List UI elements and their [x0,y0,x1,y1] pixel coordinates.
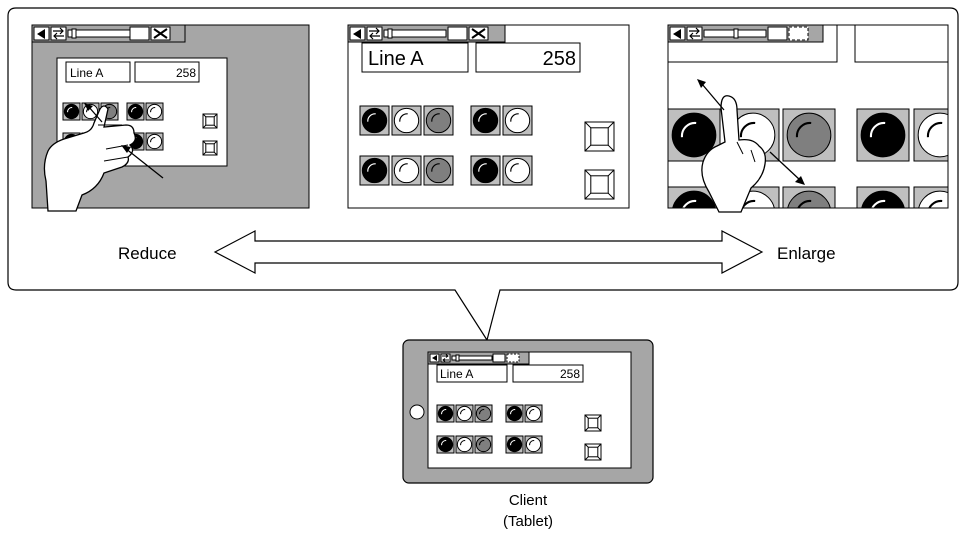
reduce-screen-value: 258 [176,66,196,80]
left-arrow-icon [37,29,45,39]
tablet-lamp-grid [436,404,602,461]
window-icon [492,353,506,363]
enlarge-label: Enlarge [777,244,836,263]
normal-lamp-grid [359,105,615,200]
window-icon [129,26,150,41]
left-arrow-icon [353,29,361,39]
spread-arrow [697,79,805,185]
client-type-label: (Tablet) [503,513,553,530]
double-arrow-icon [213,230,764,274]
tablet-line-label: Line A [440,367,473,381]
left-arrow-icon [673,29,681,39]
normal-screen-value: 258 [543,48,576,70]
swap-arrows-icon [369,27,380,40]
slider-icon [67,29,131,38]
toolbar [668,25,824,43]
toolbar [347,24,506,43]
home-button [409,404,425,420]
hand-pointer-icon [701,95,767,213]
slider-icon [451,355,493,361]
window-icon [447,26,468,41]
normal-screen-line-label: Line A [368,48,424,70]
enlarged-screen [668,25,948,208]
toolbar [427,351,530,365]
tablet-value: 258 [560,367,580,381]
close-x-icon [788,26,809,41]
reduce-label: Reduce [118,244,177,263]
pinch-arrow [84,103,164,179]
window-icon [767,26,788,41]
toolbar [31,24,186,43]
close-x-icon [506,353,520,363]
client-label: Client [509,492,548,509]
reduce-screen-line-label: Line A [70,66,103,80]
slider-icon [383,29,447,38]
swap-arrows-icon [53,27,64,40]
swap-arrows-icon [689,27,700,40]
left-arrow-icon [432,355,437,361]
swap-arrows-icon [442,354,449,362]
